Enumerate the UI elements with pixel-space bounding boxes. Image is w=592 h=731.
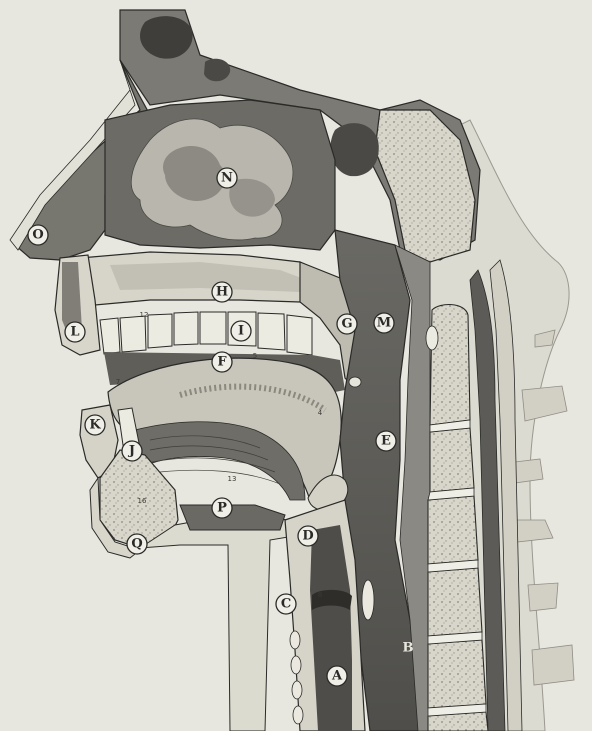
label-n: N bbox=[217, 168, 237, 188]
num-16: 16 bbox=[138, 497, 147, 505]
svg-text:O: O bbox=[32, 228, 43, 243]
num-13: 13 bbox=[228, 475, 237, 483]
label-h: H bbox=[212, 282, 232, 302]
svg-text:J: J bbox=[128, 444, 135, 459]
svg-text:F: F bbox=[217, 355, 227, 370]
svg-text:K: K bbox=[89, 418, 101, 433]
num-5: 5 bbox=[253, 352, 257, 360]
svg-text:B: B bbox=[403, 641, 414, 656]
svg-text:A: A bbox=[331, 669, 343, 684]
svg-text:D: D bbox=[302, 529, 313, 544]
label-p: P bbox=[212, 498, 232, 518]
label-g: G bbox=[337, 314, 357, 334]
svg-text:L: L bbox=[70, 325, 79, 340]
svg-text:C: C bbox=[281, 597, 291, 612]
svg-text:E: E bbox=[381, 434, 391, 449]
tonsil-mark bbox=[349, 377, 361, 387]
label-q: Q bbox=[127, 534, 147, 554]
label-k: K bbox=[85, 415, 105, 435]
label-i: I bbox=[231, 321, 251, 341]
label-b: B bbox=[403, 641, 414, 656]
svg-text:N: N bbox=[221, 171, 233, 186]
label-f: F bbox=[212, 352, 232, 372]
sphenoid-sinus bbox=[330, 123, 378, 176]
num-7: 7 bbox=[116, 378, 120, 386]
label-c: C bbox=[276, 594, 296, 614]
label-a: A bbox=[327, 666, 347, 686]
svg-text:Q: Q bbox=[131, 537, 142, 552]
label-e: E bbox=[376, 431, 396, 451]
label-m: M bbox=[374, 313, 394, 333]
label-o: O bbox=[28, 225, 48, 245]
svg-text:M: M bbox=[377, 316, 391, 331]
label-l: L bbox=[65, 322, 85, 342]
label-d: D bbox=[298, 526, 318, 546]
svg-text:I: I bbox=[238, 324, 244, 339]
svg-text:P: P bbox=[217, 501, 227, 516]
svg-text:G: G bbox=[341, 317, 352, 332]
adenoid-mark bbox=[426, 326, 438, 350]
label-j: J bbox=[122, 441, 142, 461]
num-8: 8 bbox=[318, 591, 322, 599]
num-12: 12 bbox=[140, 311, 149, 319]
num-4: 4 bbox=[318, 409, 323, 417]
svg-text:H: H bbox=[216, 285, 228, 300]
